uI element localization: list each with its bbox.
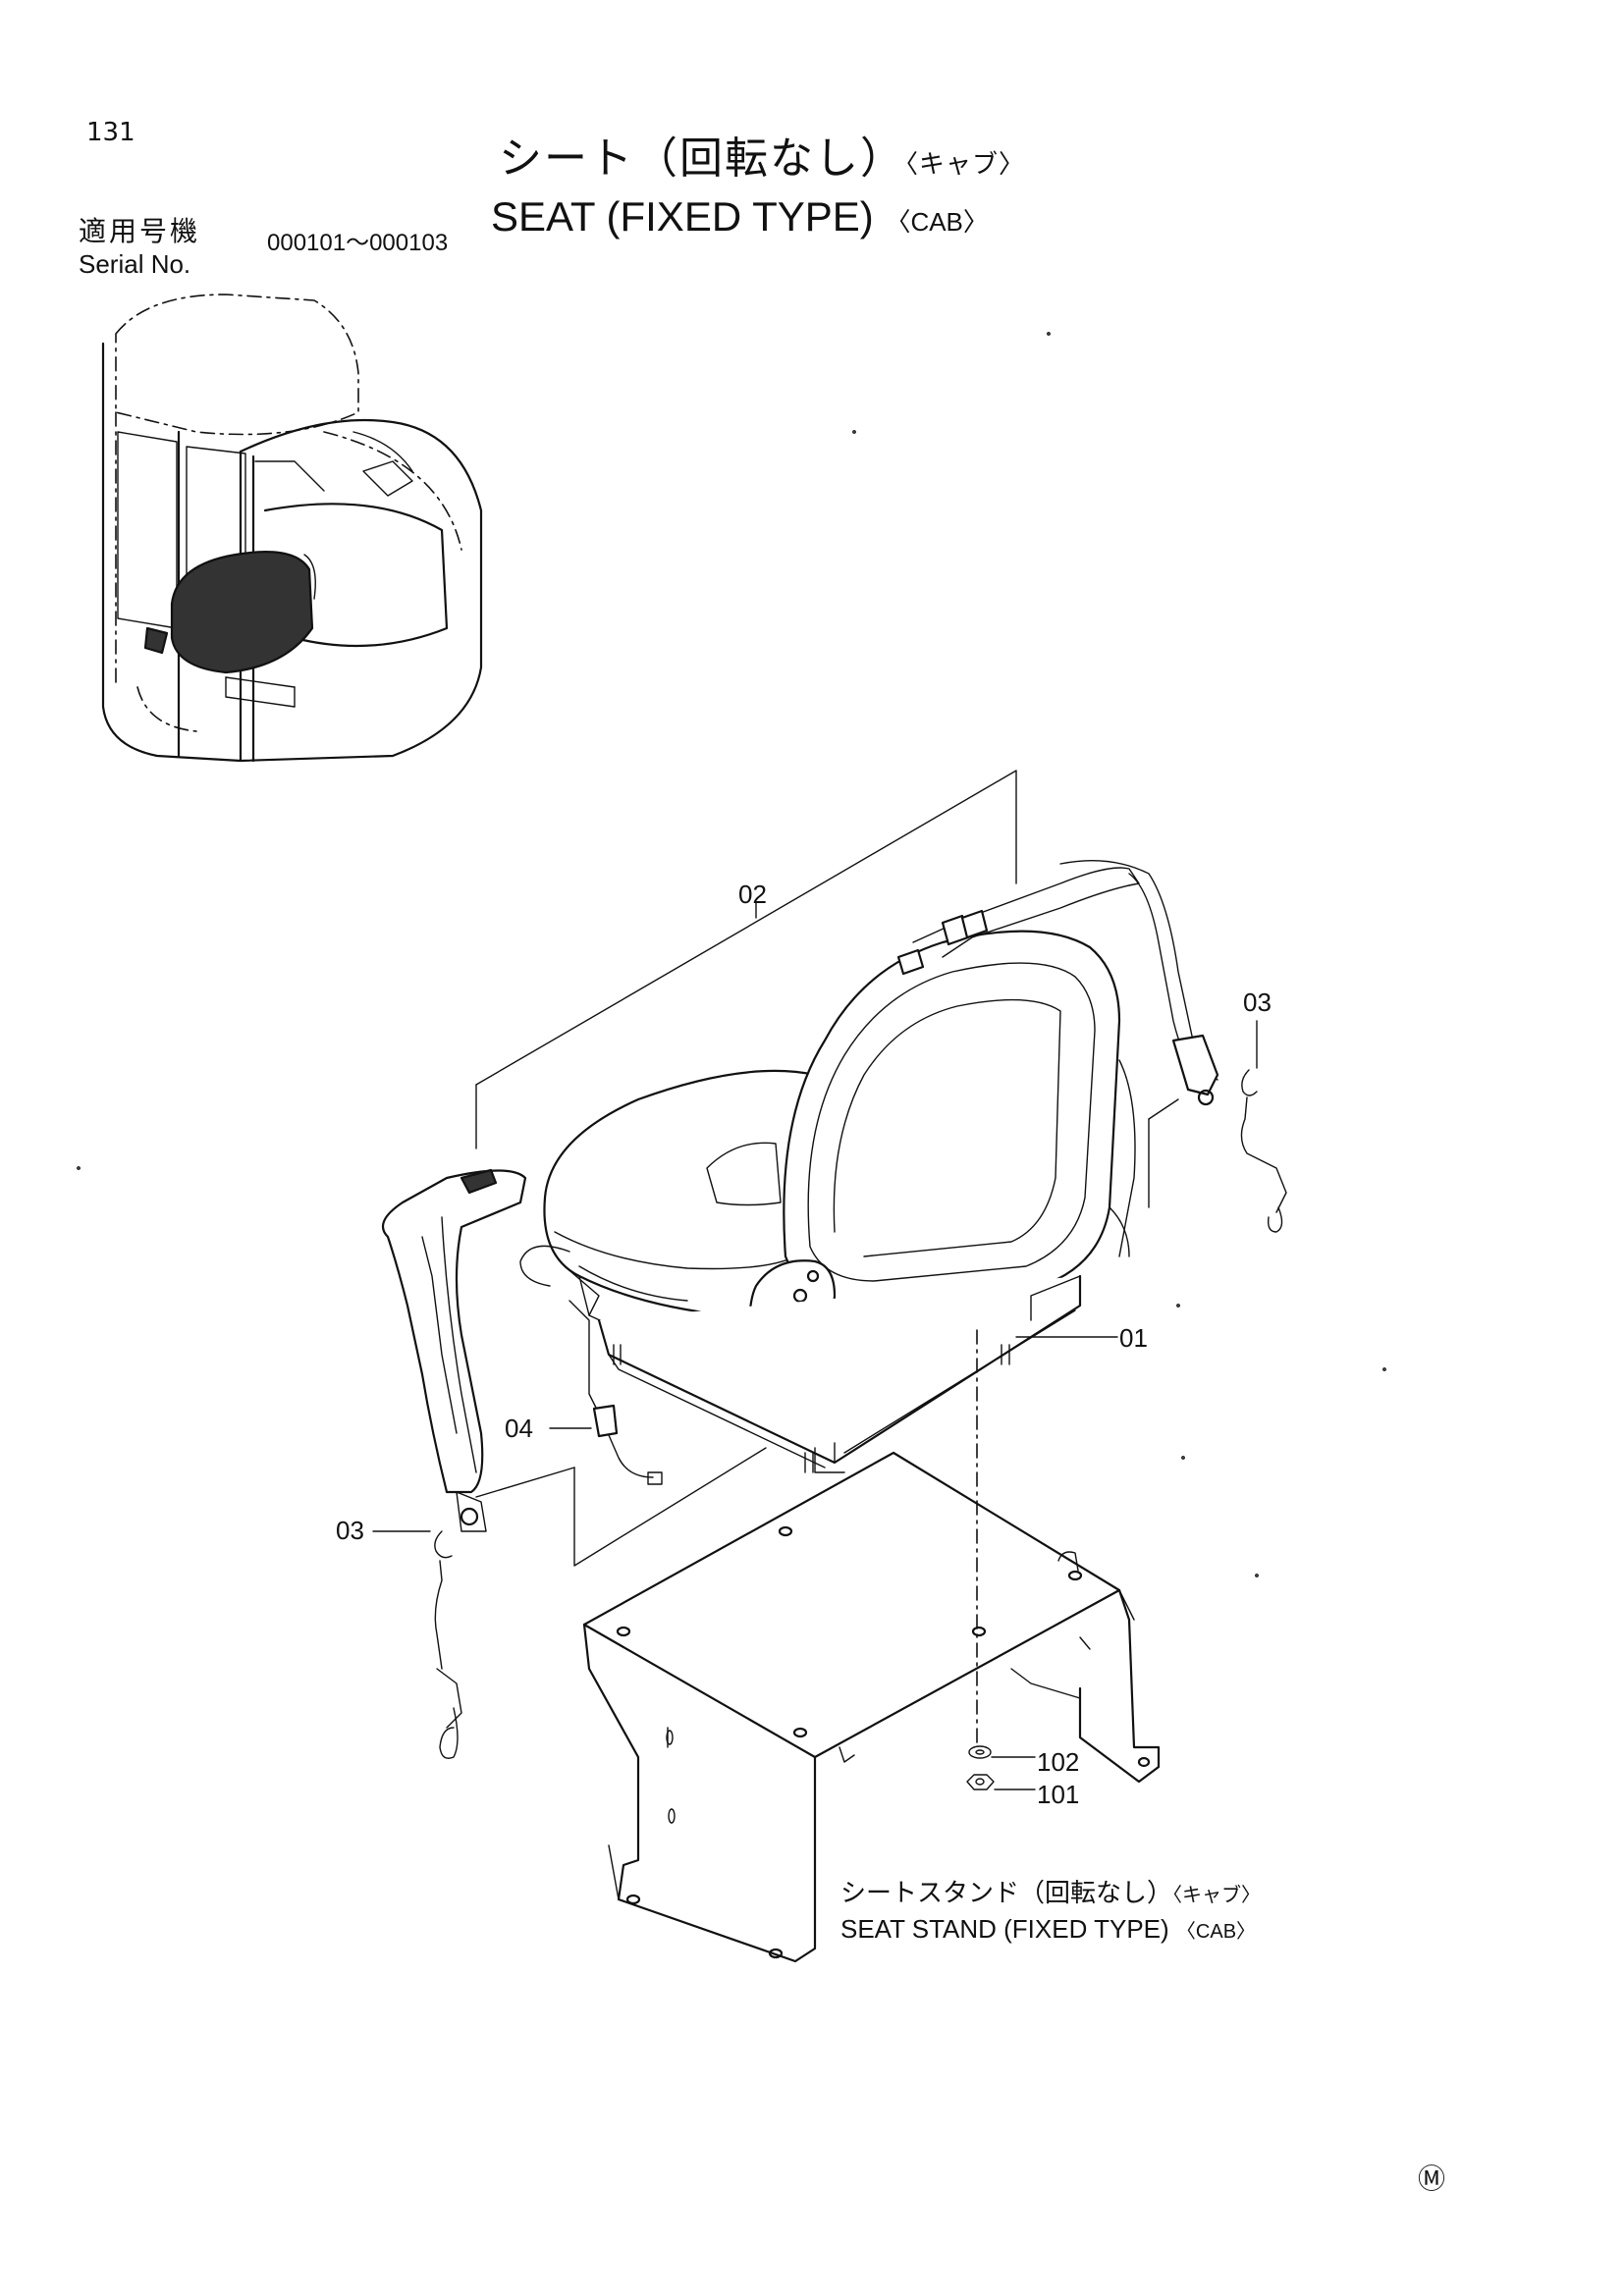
title-english: SEAT (FIXED TYPE) 〈CAB〉 [491, 196, 989, 238]
title-english-main: SEAT (FIXED TYPE) [491, 193, 874, 240]
seat-switch-04 [549, 1300, 663, 1485]
part-label-01: 01 [1119, 1323, 1148, 1353]
left-armrest-belt [372, 1168, 527, 1759]
seat-stand-caption-japanese-main: シートスタンド（回転なし） [840, 1879, 1173, 1908]
seat-stand-caption-english: SEAT STAND (FIXED TYPE) 〈CAB〉 [840, 1916, 1256, 1942]
scan-specks [77, 332, 1386, 1577]
part-label-101: 101 [1037, 1780, 1080, 1809]
seat-stand-caption-english-main: SEAT STAND (FIXED TYPE) [840, 1914, 1169, 1944]
seat-stand [582, 1451, 1161, 1963]
part-label-03-left: 03 [336, 1516, 364, 1545]
title-english-suffix: 〈CAB〉 [885, 207, 989, 237]
right-seat-belt [896, 860, 1287, 1233]
seat-stand-caption-japanese-suffix: 〈キャブ〉 [1172, 1883, 1262, 1906]
seat-stand-caption-english-suffix: 〈CAB〉 [1175, 1921, 1257, 1943]
serial-label-english: Serial No. [79, 249, 191, 279]
mounting-hardware [966, 1329, 1036, 1790]
seat-assembly [519, 930, 1136, 1473]
item-02-group-bracket [475, 770, 1179, 1567]
title-japanese: シート（回転なし）〈キャブ〉 [499, 137, 1025, 181]
title-japanese-main: シート（回転なし） [499, 133, 905, 184]
seat-stand-caption-japanese: シートスタンド（回転なし）〈キャブ〉 [840, 1881, 1261, 1906]
cab-overview-illustration [101, 294, 483, 763]
title-japanese-suffix: 〈キャブ〉 [905, 150, 1026, 180]
serial-label-japanese: 適用号機 [79, 215, 201, 247]
page-number: 131 [86, 118, 135, 147]
part-label-02: 02 [738, 880, 767, 909]
part-label-04: 04 [505, 1414, 533, 1443]
part-label-03-right: 03 [1243, 988, 1272, 1017]
part-label-102: 102 [1037, 1747, 1080, 1777]
m-mark-icon: Ⓜ [1418, 2163, 1446, 2195]
serial-range: 000101～000103 [267, 230, 449, 256]
